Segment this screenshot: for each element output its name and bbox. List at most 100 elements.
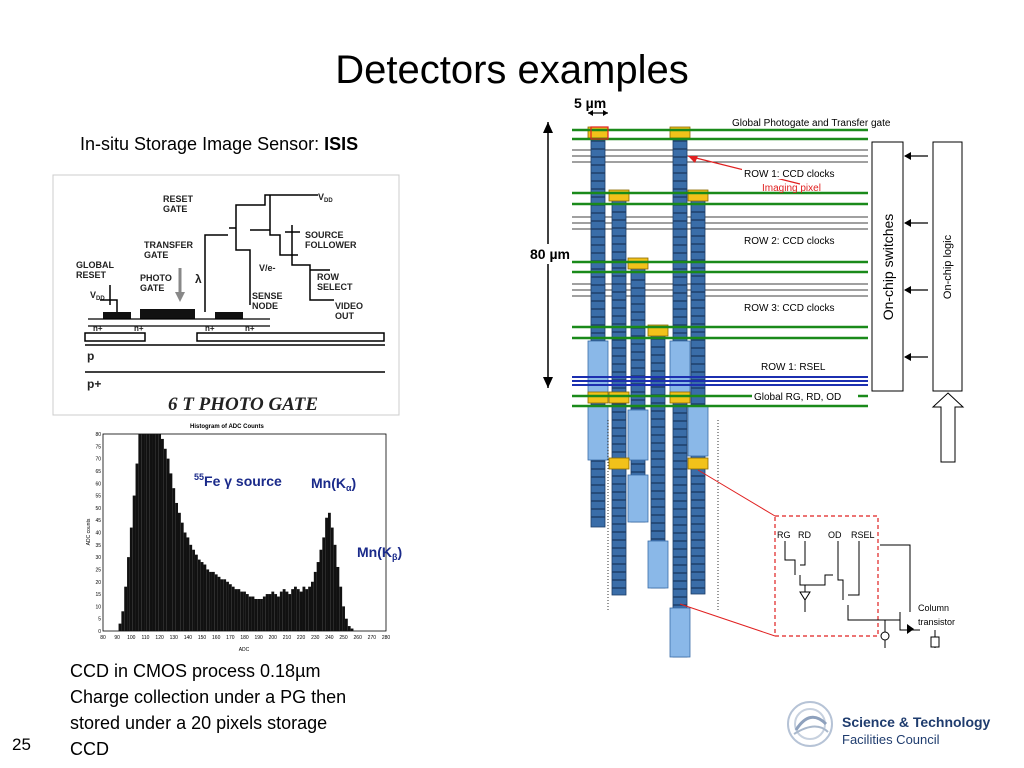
histogram-bar xyxy=(342,606,345,631)
photo-gate-label-1: PHOTO xyxy=(140,273,172,283)
histogram-bar xyxy=(127,557,130,631)
global-reset-label-1: GLOBAL xyxy=(76,260,114,270)
transfer-gate-label-1: TRANSFER xyxy=(144,240,193,250)
ccd-column-3 xyxy=(630,265,646,523)
description-line: CCD xyxy=(70,739,109,759)
histogram-bar xyxy=(248,596,252,631)
row-select-label-2: SELECT xyxy=(317,282,353,292)
histogram-bar xyxy=(183,532,187,631)
v-e-label: V/e- xyxy=(259,263,276,273)
row3-ccd-label: ROW 3: CCD clocks xyxy=(744,303,835,314)
histogram-bar xyxy=(302,586,306,631)
stfc-logo-icon xyxy=(787,701,833,747)
histogram-bar xyxy=(251,596,255,631)
histogram-bar xyxy=(226,581,229,631)
histogram-bar xyxy=(121,611,125,631)
histogram-bar xyxy=(285,591,289,631)
histogram-bar xyxy=(336,566,340,631)
histogram-plot-area xyxy=(102,433,387,632)
histogram-y-tick: 45 xyxy=(95,518,101,524)
histogram-x-tick: 280 xyxy=(382,635,391,641)
histogram-y-tick: 20 xyxy=(95,580,101,586)
onchip-logic-label: On-chip logic xyxy=(942,234,954,299)
ccd-column-5 xyxy=(672,134,688,658)
histogram-bar xyxy=(172,488,176,631)
histogram-bar xyxy=(254,598,258,631)
sense-node-label-2: NODE xyxy=(252,301,278,311)
video-out-label-1: VIDEO xyxy=(335,301,363,311)
histogram-bar xyxy=(155,434,159,631)
histogram-bar xyxy=(347,626,351,631)
histogram-bar xyxy=(262,596,266,631)
ccd-columns xyxy=(587,126,709,658)
source-follower-label-2: FOLLOWER xyxy=(305,240,357,250)
storage-region xyxy=(669,340,691,397)
histogram-x-tick: 260 xyxy=(354,635,363,641)
histogram-x-tick: 130 xyxy=(170,635,179,641)
histogram-bar xyxy=(135,463,139,631)
pixel-od-label: OD xyxy=(828,530,842,540)
histogram-x-tick: 160 xyxy=(212,635,221,641)
onchip-switches-label: On-chip switches xyxy=(880,214,896,321)
n-well xyxy=(84,332,146,342)
histogram-bar xyxy=(327,512,331,631)
photo-gate-label-2: GATE xyxy=(140,283,164,293)
histogram-bar xyxy=(339,586,343,631)
histogram-x-tick: 90 xyxy=(114,635,120,641)
histogram-x-tick: 270 xyxy=(368,635,377,641)
histogram-bar xyxy=(271,591,275,631)
scale-5um-label: 5 µm xyxy=(574,95,606,111)
logo-line-2: Facilities Council xyxy=(842,732,940,747)
histogram-bar xyxy=(180,522,184,631)
storage-region xyxy=(669,607,691,658)
description-line: stored under a 20 pixels storage xyxy=(70,713,328,733)
histogram-bar xyxy=(169,473,173,631)
histogram-bar xyxy=(200,562,204,631)
histogram-bar xyxy=(308,586,312,631)
photogate-pad xyxy=(669,126,691,139)
global-rg-label: Global RG, RD, OD xyxy=(754,392,841,403)
histogram-bar xyxy=(146,434,150,631)
lambda-label: λ xyxy=(195,272,202,286)
histogram-x-tick: 150 xyxy=(198,635,207,641)
mn-kalpha-annotation: Mn(Kα) xyxy=(311,475,356,493)
scale-80um-label: 80 µm xyxy=(530,246,570,262)
gate-lines xyxy=(572,128,868,408)
histogram-bar xyxy=(163,448,167,631)
photogate-pad xyxy=(627,257,649,270)
histogram-bar xyxy=(234,589,238,631)
histogram-x-tick: 210 xyxy=(283,635,292,641)
description-line: Charge collection under a PG then xyxy=(70,687,347,707)
pixel-rd-label: RD xyxy=(798,530,811,540)
storage-region xyxy=(587,340,609,397)
histogram-bar xyxy=(333,544,337,631)
histogram-x-tick: 240 xyxy=(325,635,334,641)
histogram-x-tick: 170 xyxy=(226,635,235,641)
histogram-bar xyxy=(296,589,300,631)
histogram-y-tick: 0 xyxy=(98,629,101,635)
histogram-xlabel: ADC xyxy=(239,647,250,653)
histogram-bar xyxy=(350,628,354,631)
histogram-bar xyxy=(158,434,162,631)
histogram-bar xyxy=(149,434,153,631)
pixel-circuit-wires xyxy=(784,541,936,648)
slide-title: Detectors examples xyxy=(335,48,689,92)
row2-ccd-label: ROW 2: CCD clocks xyxy=(744,236,835,247)
storage-region xyxy=(647,540,669,589)
histogram-bar xyxy=(186,537,190,631)
histogram-y-tick: 80 xyxy=(95,432,101,438)
histogram-bar xyxy=(223,579,227,631)
histogram-bar xyxy=(141,434,145,631)
histogram-bar xyxy=(192,549,195,631)
video-out-label-2: OUT xyxy=(335,311,355,321)
histogram-x-tick: 220 xyxy=(297,635,306,641)
ccd-column-2 xyxy=(611,197,627,596)
vdd-top-label: VDD xyxy=(318,192,333,204)
storage-region xyxy=(627,474,649,523)
histogram-x-tick: 80 xyxy=(100,635,106,641)
histogram-bar xyxy=(214,574,218,631)
subtitle-bold: ISIS xyxy=(324,134,359,154)
n-plus-label: n+ xyxy=(245,324,255,333)
